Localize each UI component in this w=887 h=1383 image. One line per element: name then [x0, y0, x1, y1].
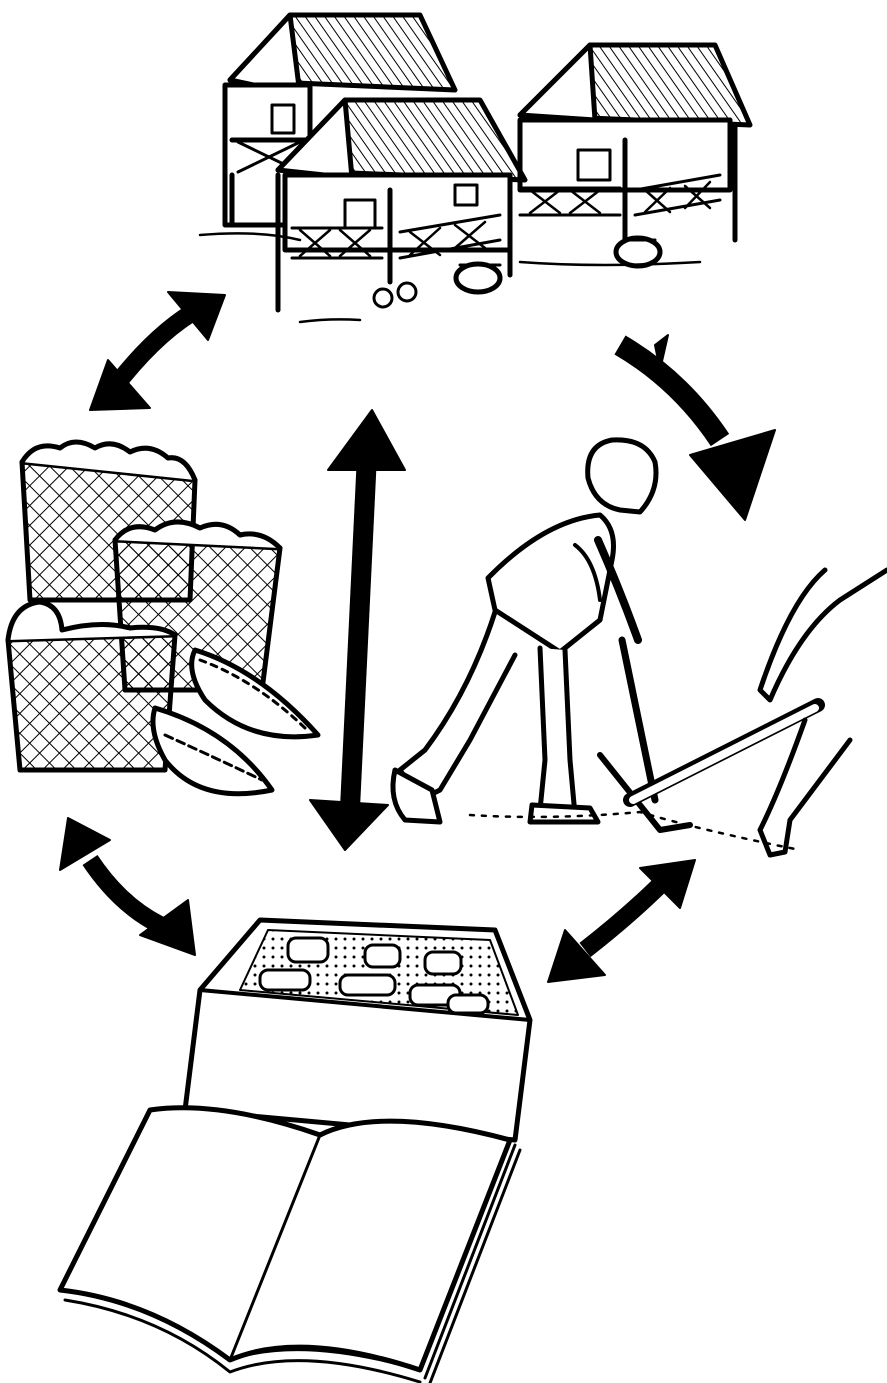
farmer-plowing-icon	[393, 440, 887, 855]
produce-baskets-icon	[8, 442, 318, 794]
village-houses-icon	[200, 15, 750, 322]
open-book-with-cakes-icon	[60, 920, 530, 1383]
arrow-farming-records	[548, 860, 695, 982]
house-back-right	[520, 45, 750, 266]
arrow-village-harvest	[90, 292, 225, 410]
house-front	[278, 100, 525, 310]
arrow-harvest-records	[60, 818, 195, 955]
